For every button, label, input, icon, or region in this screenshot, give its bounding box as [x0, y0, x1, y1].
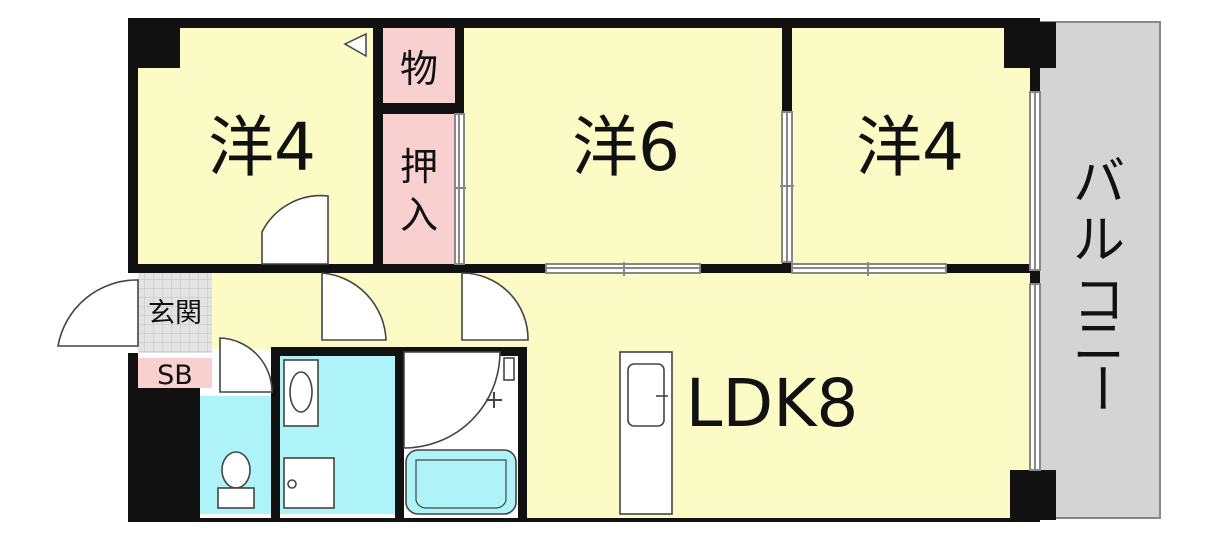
ldk-area — [522, 269, 1038, 518]
room-western-center-label: 洋6 — [572, 109, 680, 186]
room-western-right-area — [788, 22, 1038, 269]
door-bathroom — [403, 351, 501, 449]
balcony-char-4: ニ — [1073, 313, 1125, 373]
closet-label-line1: 押 — [400, 145, 438, 189]
room-western-left-label: 洋4 — [208, 109, 316, 186]
balcony-char-5: ー — [1070, 362, 1130, 414]
fixtures — [217, 351, 673, 515]
door-washroom — [321, 272, 387, 341]
ldk-label: LDK8 — [686, 365, 859, 442]
faucet-icon — [486, 392, 502, 408]
shoebox-area — [138, 358, 212, 388]
entrance-label: 玄関 — [148, 298, 202, 329]
balcony-char-2: ル — [1073, 211, 1125, 271]
balcony — [1037, 21, 1161, 519]
door-western-left — [261, 194, 329, 265]
entrance-tiles — [138, 273, 212, 353]
door-entrance — [57, 279, 139, 347]
door-ldk — [461, 272, 529, 341]
toilet-bowl-icon — [221, 451, 251, 489]
balcony-char-1: バ — [1073, 153, 1125, 213]
toilet-tank-icon — [217, 487, 255, 509]
room-western-center-area — [460, 22, 788, 269]
door-toilet — [219, 337, 273, 393]
closet-area — [383, 114, 455, 264]
storage-door-icon — [343, 32, 367, 58]
openings — [454, 91, 1041, 471]
door-swings — [57, 194, 529, 449]
room-western-right-label: 洋4 — [856, 109, 964, 186]
closet-label-line2: 入 — [400, 193, 438, 237]
storage-label: 物 — [400, 47, 438, 91]
balcony-char-3: コ — [1073, 271, 1125, 331]
shoebox-label: SB — [157, 360, 193, 391]
kitchen-sink-icon — [627, 363, 665, 427]
storage-area — [383, 28, 455, 103]
